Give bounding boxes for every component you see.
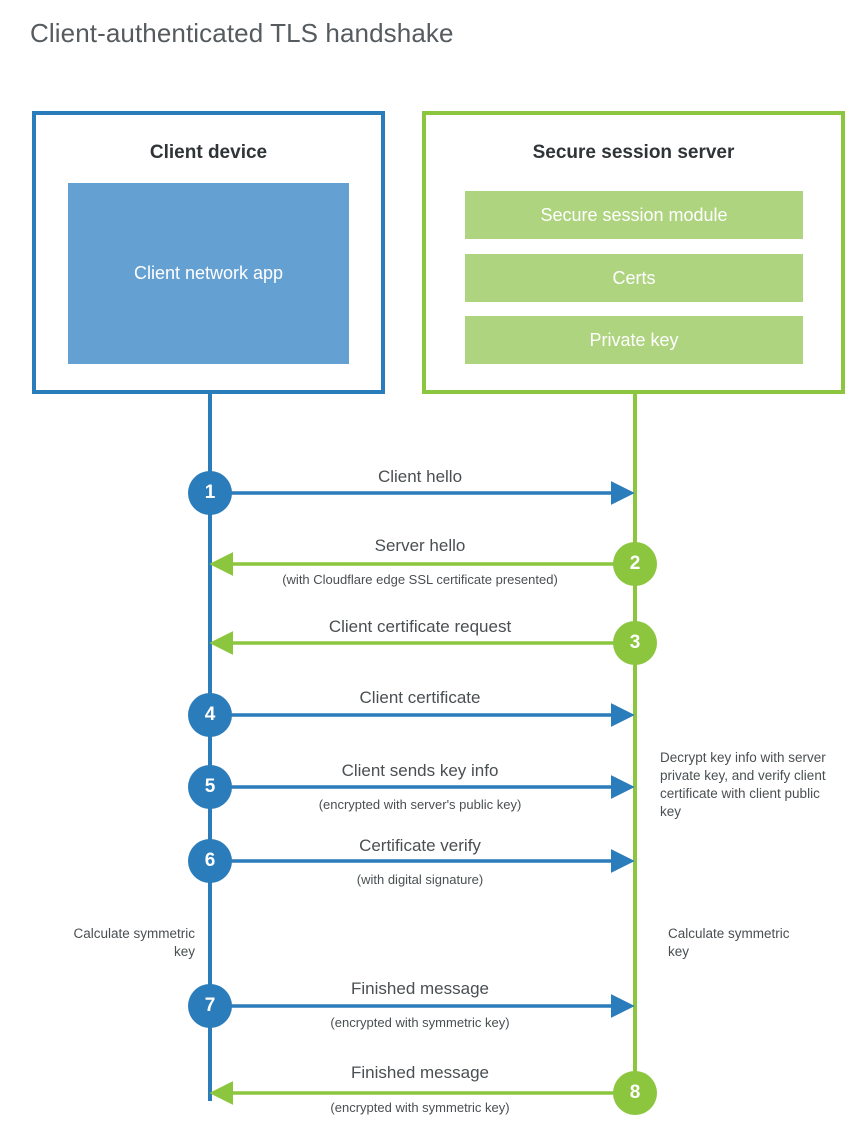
step-2-label: Server hello <box>374 536 466 555</box>
step-circle-3[interactable]: 3 <box>613 621 657 665</box>
step-8-label: Finished message <box>351 1063 489 1082</box>
step-circle-2[interactable]: 2 <box>613 542 657 586</box>
step-circle-5[interactable]: 5 <box>188 765 232 809</box>
step-circle-4[interactable]: 4 <box>188 693 232 737</box>
step-3-label: Client certificate request <box>328 617 512 636</box>
step-circle-7[interactable]: 7 <box>188 984 232 1028</box>
secure-session-server-title: Secure session server <box>532 142 735 163</box>
server-component-certs: Certs <box>465 254 803 302</box>
step-8-sublabel: (encrypted with symmetric key) <box>330 1100 510 1115</box>
page-title: Client-authenticated TLS handshake <box>30 18 454 48</box>
step-7-label: Finished message <box>351 979 489 998</box>
secure-session-server-box: Secure session server Secure session mod… <box>422 111 845 394</box>
step-4-label: Client certificate <box>359 688 481 707</box>
client-calculate-symmetric-key-note: Calculate symmetric key <box>73 926 195 959</box>
server-lifeline <box>633 392 637 1093</box>
server-component-private-key: Private key <box>465 316 803 364</box>
step-5-label: Client sends key info <box>341 761 499 780</box>
step-circle-6[interactable]: 6 <box>188 839 232 883</box>
step-6-label: Certificate verify <box>359 836 481 855</box>
server-component-secure-session-module: Secure session module <box>465 191 803 239</box>
client-network-app-block: Client network app <box>68 183 349 364</box>
step-2-sublabel: (with Cloudflare edge SSL certificate pr… <box>282 572 558 587</box>
server-decrypt-note: Decrypt key info with server private key… <box>660 750 826 819</box>
client-device-title: Client device <box>149 142 268 163</box>
step-circle-1[interactable]: 1 <box>188 471 232 515</box>
server-calculate-symmetric-key-note: Calculate symmetric key <box>668 926 790 959</box>
step-1-label: Client hello <box>377 467 463 486</box>
step-6-sublabel: (with digital signature) <box>356 872 484 887</box>
step-5-sublabel: (encrypted with server's public key) <box>318 797 522 812</box>
client-lifeline <box>208 392 212 1101</box>
step-7-sublabel: (encrypted with symmetric key) <box>330 1015 510 1030</box>
step-circle-8[interactable]: 8 <box>613 1071 657 1115</box>
client-device-box: Client device Client network app <box>32 111 385 394</box>
